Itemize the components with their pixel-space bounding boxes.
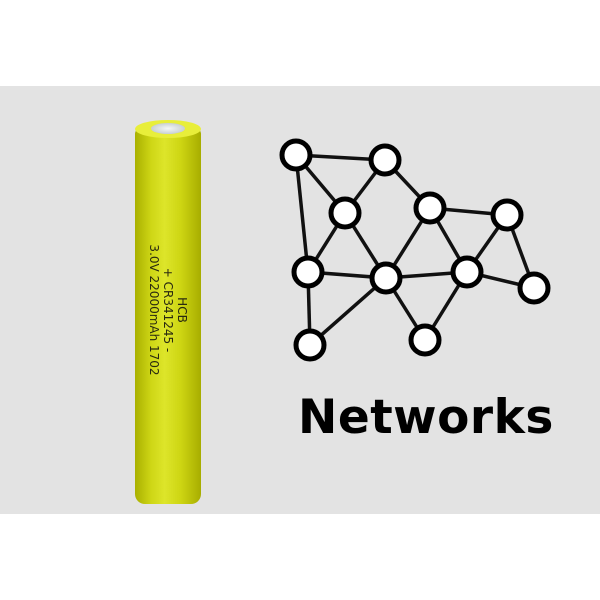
network-node bbox=[408, 323, 442, 357]
network-node bbox=[413, 191, 447, 225]
network-node bbox=[368, 143, 402, 177]
network-node bbox=[293, 328, 327, 362]
network-node bbox=[291, 255, 325, 289]
battery-image: HCB + CR341245 - 3.0V 22000mAh 1702 bbox=[135, 120, 201, 506]
network-edge bbox=[294, 154, 310, 273]
network-node bbox=[450, 255, 484, 289]
network-edge bbox=[308, 276, 388, 347]
network-node bbox=[328, 196, 362, 230]
networks-title: Networks bbox=[298, 390, 554, 445]
battery-terminal bbox=[151, 123, 185, 134]
battery-body bbox=[135, 128, 201, 504]
network-node bbox=[279, 138, 313, 172]
network-node bbox=[369, 261, 403, 295]
network-node bbox=[490, 198, 524, 232]
network-node bbox=[517, 271, 551, 305]
